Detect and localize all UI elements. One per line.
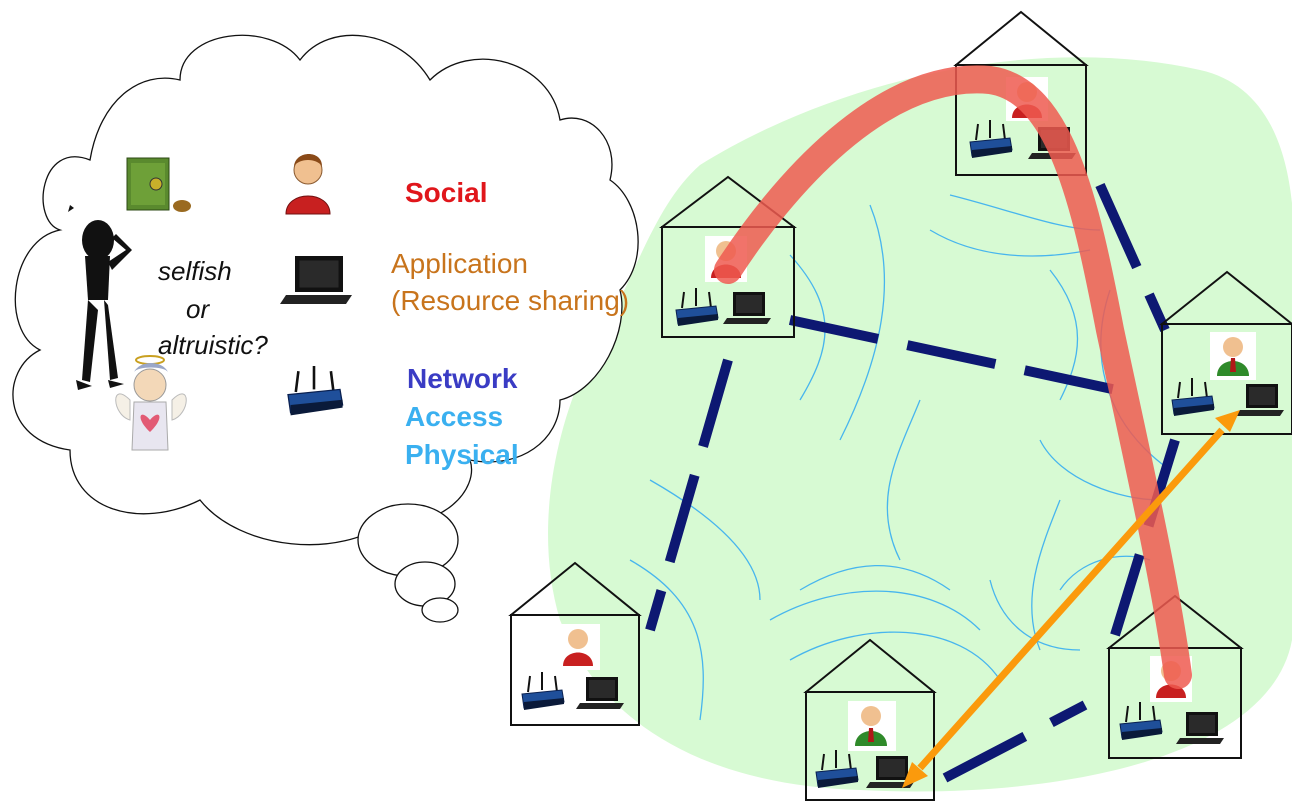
- user-icon: [855, 706, 887, 746]
- house-right: [1159, 270, 1292, 435]
- user-icon: [285, 154, 331, 215]
- house-bottom-center: [803, 638, 937, 801]
- label-social: Social: [405, 177, 488, 208]
- label-network: Network: [407, 363, 518, 394]
- wireless-router-icon: [521, 671, 565, 711]
- user-icon: [1217, 337, 1249, 376]
- dashed-network-links: [645, 182, 1180, 783]
- label-resource-sharing: (Resource sharing): [391, 285, 630, 316]
- application-arrow: [902, 410, 1240, 788]
- house-bottom-left: [508, 561, 642, 726]
- label-access: Access: [405, 401, 504, 432]
- label-physical: Physical: [405, 439, 519, 470]
- angel-icon: [115, 355, 187, 451]
- label-altruistic: altruistic?: [158, 330, 268, 360]
- social-path: [714, 65, 1192, 689]
- label-or: or: [186, 294, 210, 324]
- laptop-icon: [576, 677, 624, 709]
- safe-icon: [126, 157, 191, 212]
- label-selfish: selfish: [158, 256, 232, 286]
- user-icon: [563, 629, 593, 666]
- label-application: Application: [391, 248, 528, 279]
- thinking-person-icon: [68, 205, 132, 390]
